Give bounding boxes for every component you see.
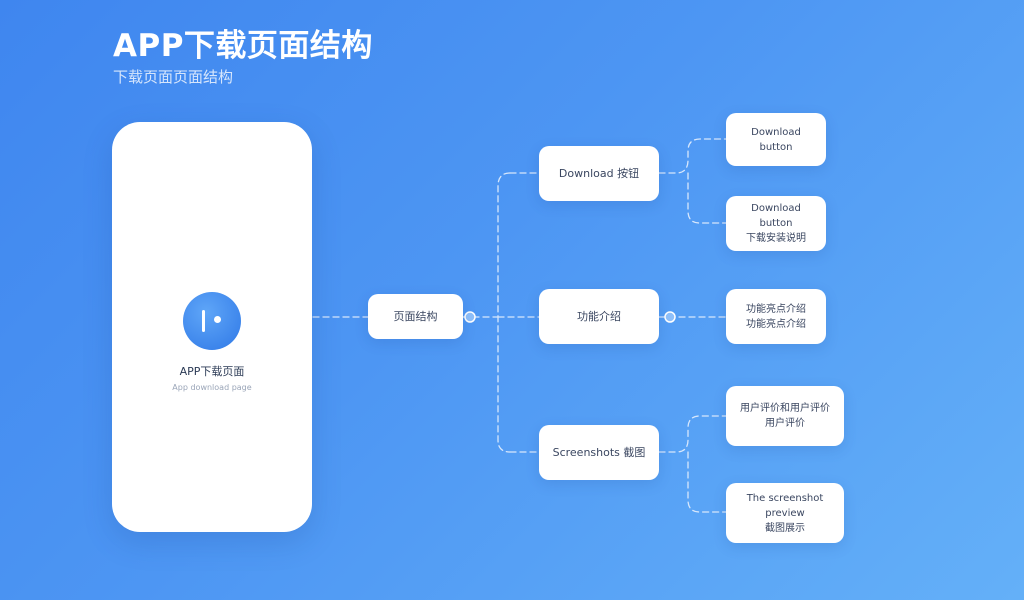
connector-top-fork — [658, 138, 727, 224]
node-branch-top[interactable]: Download 按钮 — [539, 146, 659, 201]
phone-mockup: APP下载页面 App download page — [112, 122, 312, 532]
node-branch-top-label: Download 按钮 — [558, 167, 640, 180]
node-branch-bot-label: Screenshots 截图 — [552, 446, 646, 459]
node-leaf-2[interactable]: Download button 下载安装说明 — [726, 196, 826, 251]
node-leaf-1-label: Download button — [751, 126, 801, 153]
app-description: App download page — [172, 383, 252, 392]
node-center[interactable]: 页面结构 — [368, 294, 463, 339]
app-logo-dot — [214, 316, 221, 323]
node-leaf-5[interactable]: The screenshot preview 截图展示 — [726, 483, 844, 543]
connector-bot-fork — [658, 415, 727, 513]
app-logo-icon — [183, 292, 241, 350]
node-leaf-1[interactable]: Download button — [726, 113, 826, 166]
page-subtitle: 下载页面页面结构 — [113, 68, 234, 86]
node-leaf-3-label: 功能亮点介绍 功能亮点介绍 — [746, 303, 806, 330]
connector-trunk-vertical — [497, 172, 511, 453]
node-leaf-4-label: 用户评价和用户评价 用户评价 — [740, 403, 830, 429]
node-branch-bot[interactable]: Screenshots 截图 — [539, 425, 659, 480]
node-leaf-2-label: Download button 下载安装说明 — [746, 203, 806, 244]
node-leaf-3[interactable]: 功能亮点介绍 功能亮点介绍 — [726, 289, 826, 344]
node-leaf-5-label: The screenshot preview 截图展示 — [746, 492, 824, 534]
node-leaf-4[interactable]: 用户评价和用户评价 用户评价 — [726, 386, 844, 446]
app-logo-bar — [202, 310, 205, 332]
node-branch-mid-label: 功能介绍 — [577, 310, 621, 323]
connector-dot-center — [464, 311, 476, 323]
page-title: APP下载页面结构 — [113, 28, 373, 64]
node-center-label: 页面结构 — [393, 310, 438, 323]
connector-dot-mid — [664, 311, 676, 323]
app-name: APP下载页面 — [179, 365, 245, 378]
node-branch-mid[interactable]: 功能介绍 — [539, 289, 659, 344]
